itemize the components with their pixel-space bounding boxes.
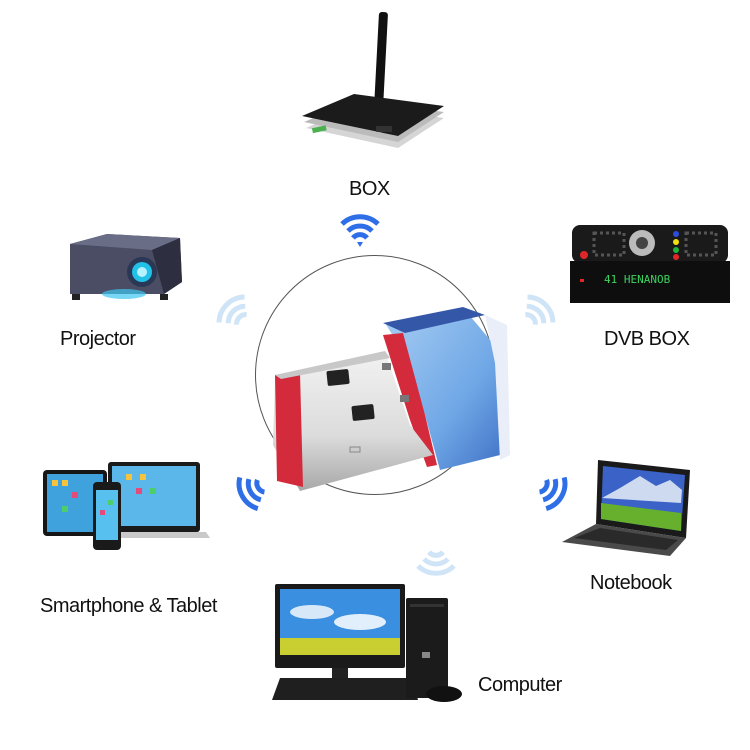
- usb-wifi-adapter-image: [273, 307, 510, 491]
- device-label: DVB BOX: [604, 328, 690, 350]
- wifi-signal-icon-top: [340, 214, 380, 247]
- device-label: Computer: [478, 674, 562, 696]
- tv-box-router-icon: [302, 12, 444, 148]
- device-label: Projector: [60, 328, 136, 350]
- wifi-signal-icon-computer: [416, 550, 456, 576]
- wifi-signal-icon-smartphone: [236, 476, 266, 511]
- desktop-computer-icon: [272, 584, 462, 702]
- wifi-signal-icon-notebook: [538, 476, 568, 511]
- device-label: Notebook: [590, 572, 672, 594]
- device-label: Smartphone & Tablet: [40, 595, 217, 617]
- wifi-signal-icon-dvb: [525, 294, 556, 325]
- device-label: BOX: [349, 178, 390, 200]
- dvb-display-text: 41 HENANOB: [604, 273, 671, 286]
- notebook-icon: [562, 460, 690, 556]
- wifi-signal-icon-projector: [216, 294, 247, 325]
- dvb-receiver-icon: 41 HENANOB: [570, 225, 730, 303]
- smartphone-tablet-icon: [43, 462, 210, 550]
- projector-icon: [70, 234, 182, 300]
